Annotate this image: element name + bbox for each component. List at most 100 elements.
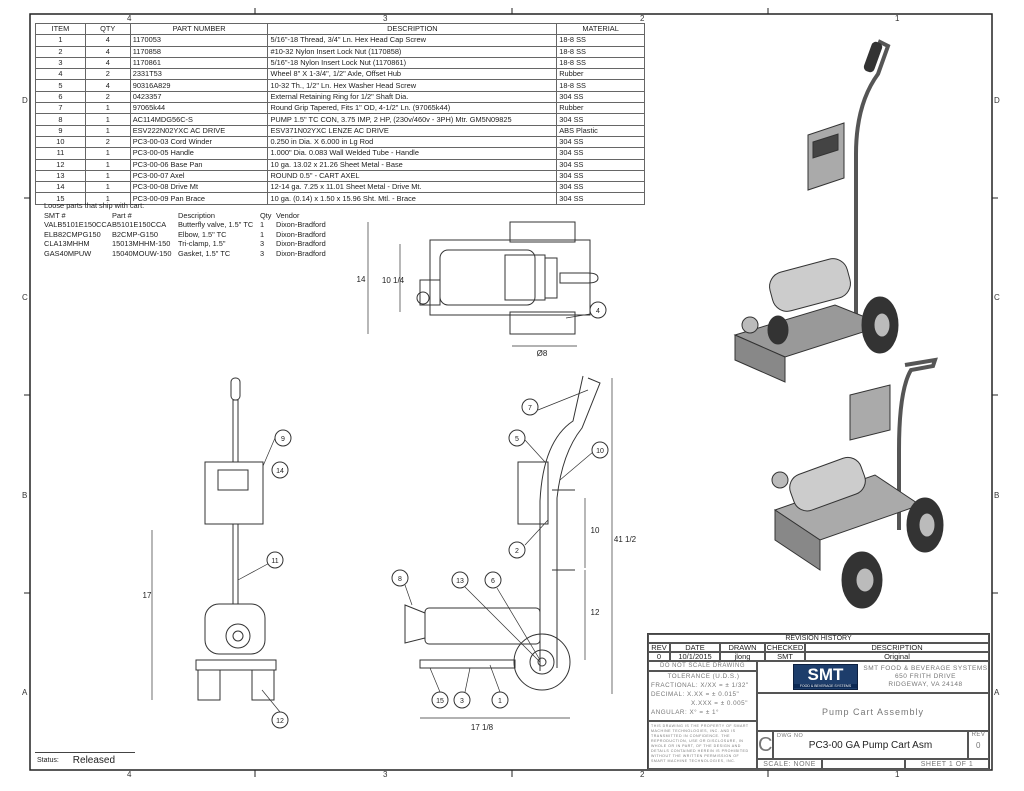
loose-part-cell: ELB82CMPG150 bbox=[44, 229, 101, 239]
bom-cell-part-number: 1170858 bbox=[129, 45, 269, 58]
bom-cell-material: 18-8 SS bbox=[556, 56, 645, 70]
dwg-no-label: DWG NO bbox=[777, 733, 804, 739]
revision-header: CHECKED bbox=[765, 643, 805, 652]
tolerance-block: TOLERANCE (U.D.S.) FRACTIONAL: X/XX = ± … bbox=[648, 671, 757, 721]
balloon-5: 5 bbox=[515, 436, 519, 443]
col-description: DESCRIPTION bbox=[267, 22, 558, 36]
bom-cell-qty: 1 bbox=[84, 169, 131, 183]
bom-cell-material: 304 SS bbox=[556, 135, 645, 149]
rev-value: 0 bbox=[976, 741, 981, 750]
bom-cell-qty: 2 bbox=[84, 90, 131, 104]
bom-cell-description: 5/16"-18 Thread, 3/4" Ln. Hex Head Cap S… bbox=[267, 34, 558, 47]
bom-cell-material: ABS Plastic bbox=[556, 124, 645, 137]
balloon-10: 10 bbox=[596, 448, 604, 455]
loose-part-cell: Gasket, 1.5" TC bbox=[178, 248, 231, 258]
balloon-13: 13 bbox=[456, 578, 464, 585]
bom-cell-part-number: PC3-00-06 Base Pan bbox=[129, 158, 269, 171]
bill-of-materials: ITEM QTY PART NUMBER DESCRIPTION MATERIA… bbox=[35, 22, 645, 205]
loose-part-cell: Tri-clamp, 1.5" bbox=[178, 239, 226, 248]
bom-cell-part-number: 1170053 bbox=[129, 34, 269, 47]
sheet-size: C bbox=[757, 731, 773, 759]
bom-cell-part-number: PC3-00-05 Handle bbox=[129, 147, 269, 160]
loose-part-cell: Description bbox=[178, 210, 215, 220]
dim-overall-height: 41 1/2 bbox=[614, 535, 637, 544]
loose-parts-list: Loose parts that ship with cart: SMT #Pa… bbox=[44, 201, 336, 258]
loose-part-cell: VALB5101E150CCA bbox=[44, 220, 112, 229]
loose-part-cell: Butterfly valve, 1.5" TC bbox=[178, 220, 254, 229]
bom-cell-qty: 1 bbox=[84, 192, 131, 205]
loose-parts-title: Loose parts that ship with cart: bbox=[44, 201, 145, 210]
bom-cell-item: 1 bbox=[35, 34, 86, 47]
bom-cell-material: 304 SS bbox=[556, 158, 645, 171]
company-name: SMT FOOD & BEVERAGE SYSTEMS bbox=[863, 665, 988, 672]
isometric-view-upper bbox=[733, 39, 899, 383]
side-view bbox=[391, 375, 613, 719]
bom-cell-material: Rubber bbox=[556, 102, 645, 115]
zone-label: B bbox=[994, 491, 999, 500]
balloon-12: 12 bbox=[276, 718, 284, 725]
revision-header: DATE bbox=[670, 643, 720, 652]
bom-cell-item: 2 bbox=[35, 45, 86, 58]
bom-cell-description: Round Grip Tapered, Fits 1" OD, 4-1/2" L… bbox=[267, 102, 558, 115]
revision-cell: 10/1/2015 bbox=[670, 652, 720, 661]
balloon-4: 4 bbox=[596, 308, 600, 315]
bom-cell-part-number: PC3-00-07 Axel bbox=[129, 169, 269, 183]
balloon-8: 8 bbox=[398, 576, 402, 583]
bom-cell-description: ROUND 0.5" - CART AXEL bbox=[267, 169, 558, 183]
zone-label: C bbox=[22, 293, 28, 302]
bom-cell-qty: 4 bbox=[84, 34, 131, 47]
bom-cell-material: 304 SS bbox=[556, 181, 645, 194]
bom-cell-part-number: AC114MDG56C-S bbox=[129, 113, 269, 126]
balloon-2: 2 bbox=[515, 548, 519, 555]
balloon-1: 1 bbox=[498, 698, 502, 705]
bom-cell-description: 10-32 Th., 1/2" Ln. Hex Washer Head Scre… bbox=[267, 79, 558, 92]
zone-label: B bbox=[22, 491, 27, 500]
revision-history-label: REVISION HISTORY bbox=[648, 634, 989, 643]
loose-part-cell: 3 bbox=[260, 239, 265, 248]
loose-part-cell: Vendor bbox=[276, 210, 300, 220]
col-part-number: PART NUMBER bbox=[129, 22, 269, 36]
drawing-number-box: DWG NO PC3-00 GA Pump Cart Asm bbox=[773, 731, 968, 759]
bom-cell-part-number: 90316A829 bbox=[129, 79, 269, 92]
loose-part-cell: Dixon-Bradford bbox=[276, 239, 326, 248]
dim-top-width: 14 bbox=[357, 275, 366, 284]
bom-cell-material: 304 SS bbox=[556, 147, 645, 160]
bom-cell-item: 7 bbox=[35, 102, 86, 115]
bom-cell-qty: 1 bbox=[84, 158, 131, 171]
top-view bbox=[367, 221, 607, 347]
zone-label: D bbox=[22, 96, 28, 105]
company-city: RIDGEWAY, VA 24148 bbox=[888, 681, 963, 688]
bom-cell-part-number: PC3-00-03 Cord Winder bbox=[129, 135, 269, 149]
bom-cell-part-number: 2331T53 bbox=[129, 68, 269, 81]
bom-cell-description: Wheel 8" X 1-3/4", 1/2" Axle, Offset Hub bbox=[267, 68, 558, 81]
bom-cell-qty: 2 bbox=[84, 68, 131, 81]
status-box: Status: Released bbox=[35, 752, 135, 768]
bom-cell-part-number: 1170861 bbox=[129, 56, 269, 70]
bom-cell-item: 13 bbox=[35, 169, 86, 183]
bom-cell-qty: 4 bbox=[84, 56, 131, 70]
company-block: SMT FOOD & BEVERAGE SYSTEMS SMT FOOD & B… bbox=[757, 661, 989, 693]
bom-cell-item: 9 bbox=[35, 124, 86, 137]
balloon-14: 14 bbox=[276, 468, 284, 475]
zone-label: D bbox=[994, 96, 1000, 105]
revision-cell: 0 bbox=[648, 652, 670, 661]
bom-cell-item: 10 bbox=[35, 135, 86, 149]
dim-10: 10 bbox=[591, 526, 600, 535]
bom-cell-item: 11 bbox=[35, 147, 86, 160]
zone-ticks bbox=[24, 8, 998, 777]
balloon-3: 3 bbox=[460, 698, 464, 705]
no-scale-note: DO NOT SCALE DRAWING bbox=[648, 661, 757, 671]
revision-header: REV bbox=[648, 643, 670, 652]
tolerance-decimal-3: X.XXX = ± 0.005" bbox=[691, 700, 748, 707]
loose-part-cell: SMT # bbox=[44, 210, 66, 220]
